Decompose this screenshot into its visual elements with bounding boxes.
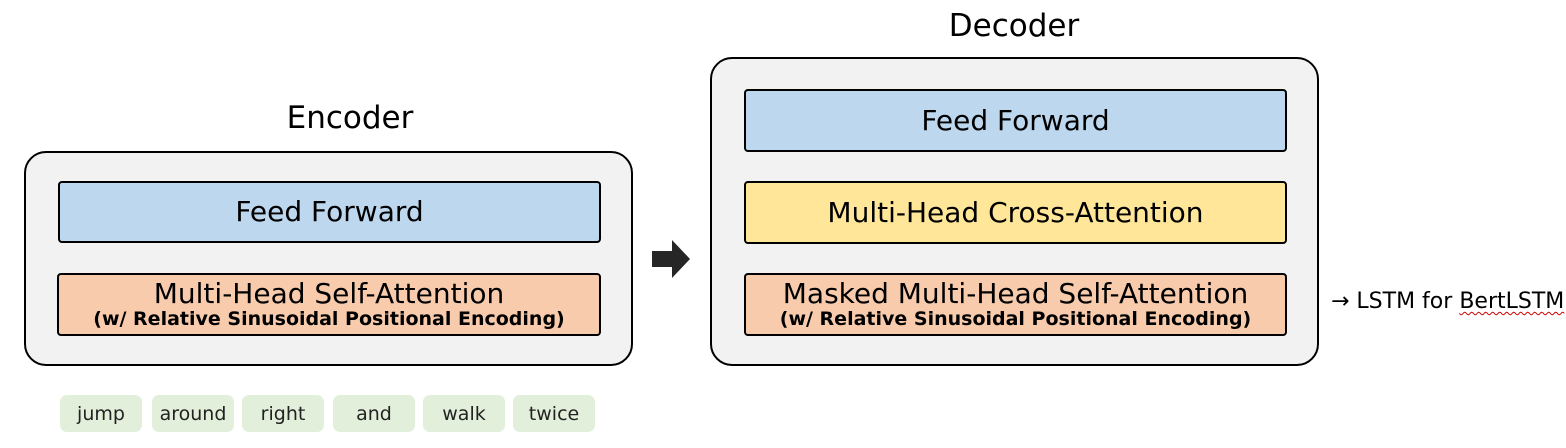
input-token: walk [423,395,505,432]
encoder-feed-forward-label: Feed Forward [235,195,424,229]
input-token: and [333,395,415,432]
input-token: right [242,395,324,432]
input-token: jump [60,395,142,432]
encoder-positional-encoding-note: (w/ Relative Sinusoidal Positional Encod… [93,308,565,331]
input-token-label: twice [528,402,580,425]
encoder-self-attention-label: Multi-Head Self-Attention [153,276,505,310]
encoder-self-attention-block: Multi-Head Self-Attention (w/ Relative S… [57,273,601,336]
bertlstm-label: BertLSTM [1459,289,1565,314]
input-token-label: and [356,402,392,425]
encoder-container: Feed Forward Multi-Head Self-Attention (… [24,151,633,366]
decoder-container: Feed Forward Multi-Head Cross-Attention … [710,57,1319,366]
input-token-label: right [260,402,306,425]
decoder-title: Decoder [948,8,1080,44]
right-arrow-icon [652,240,692,278]
lstm-note: → LSTM for BertLSTM [1331,289,1564,314]
decoder-masked-self-attention-label: Masked Multi-Head Self-Attention [782,276,1249,310]
encoder-feed-forward-block: Feed Forward [58,181,601,243]
input-token-label: around [159,402,227,425]
decoder-cross-attention-block: Multi-Head Cross-Attention [744,181,1287,244]
decoder-feed-forward-block: Feed Forward [744,89,1287,152]
input-token-label: jump [77,402,125,425]
decoder-cross-attention-label: Multi-Head Cross-Attention [827,195,1204,229]
lstm-note-prefix: → LSTM for [1331,289,1460,314]
input-token: twice [513,395,595,432]
decoder-feed-forward-label: Feed Forward [921,103,1110,137]
decoder-masked-self-attention-block: Masked Multi-Head Self-Attention (w/ Rel… [744,273,1287,336]
encoder-title: Encoder [286,100,414,136]
decoder-positional-encoding-note: (w/ Relative Sinusoidal Positional Encod… [779,308,1252,331]
input-token-label: walk [442,402,486,425]
input-token: around [152,395,234,432]
